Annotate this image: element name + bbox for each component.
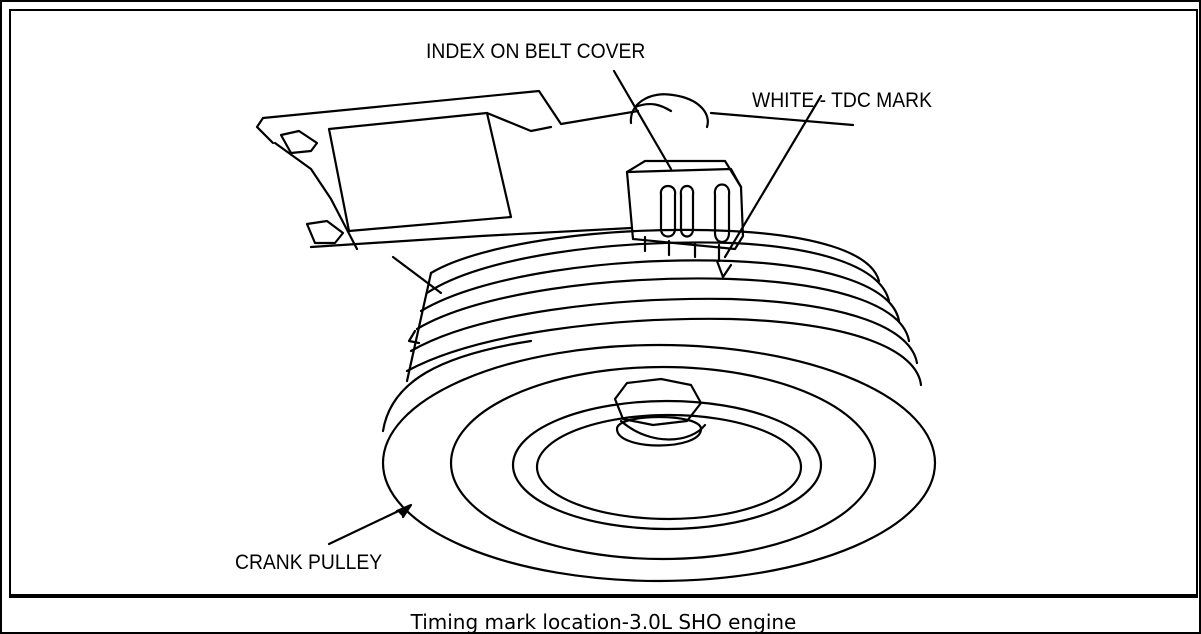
pulley-groove-2: [425, 241, 891, 303]
crank-bolt-hex: [613, 377, 703, 427]
pulley-groove-5: [409, 297, 919, 365]
bracket-top-edge: [261, 89, 640, 126]
bracket-recess-lower: [305, 219, 345, 245]
bracket-recess-upper: [279, 129, 319, 155]
pulley-groove-1: [429, 228, 881, 283]
pulley-front-rim: [381, 343, 937, 583]
pulley-hub-ring: [511, 399, 823, 531]
mount-boss-inner: [633, 102, 673, 113]
crank-pulley-arrow: [395, 503, 413, 519]
pulley-groove-3: [419, 259, 901, 323]
label-index-on-belt-cover: INDEX ON BELT COVER: [426, 40, 646, 63]
bracket-right-line: [709, 111, 855, 127]
index-plate-top: [625, 159, 743, 189]
caption-divider: [9, 596, 1198, 598]
index-slot-right: [713, 183, 731, 244]
pulley-face-outer-ring: [449, 365, 877, 561]
index-leader-line: [612, 69, 673, 171]
pulley-rear-left: [405, 271, 433, 383]
tdc-leader-line: [723, 94, 823, 259]
pulley-notch-left: [407, 329, 421, 345]
figure-caption: Timing mark location-3.0L SHO engine: [410, 610, 797, 634]
label-white-tdc-mark: WHITE - TDC MARK: [752, 89, 932, 112]
pulley-groove-4: [415, 277, 911, 343]
crank-pulley-illustration: [255, 69, 937, 583]
pulley-groove-6: [405, 317, 923, 387]
engine-illustration-panel: INDEX ON BELT COVER WHITE - TDC MARK CRA…: [9, 9, 1198, 596]
belt-cover-edge: [391, 255, 443, 295]
bracket-inner-box: [327, 111, 513, 233]
label-crank-pulley: CRANK PULLEY: [235, 551, 383, 574]
crank-pulley-leader-line: [327, 504, 411, 546]
bracket-bottom-line: [309, 226, 633, 249]
bracket-left-edge: [255, 116, 275, 145]
tdc-notch: [715, 259, 733, 279]
bracket-lower-edge: [273, 141, 359, 251]
pulley-hub-inner-ring: [535, 413, 803, 521]
bracket-step: [485, 111, 553, 133]
crank-bolt-shadow: [619, 419, 707, 441]
pulley-front-edge: [381, 339, 533, 433]
